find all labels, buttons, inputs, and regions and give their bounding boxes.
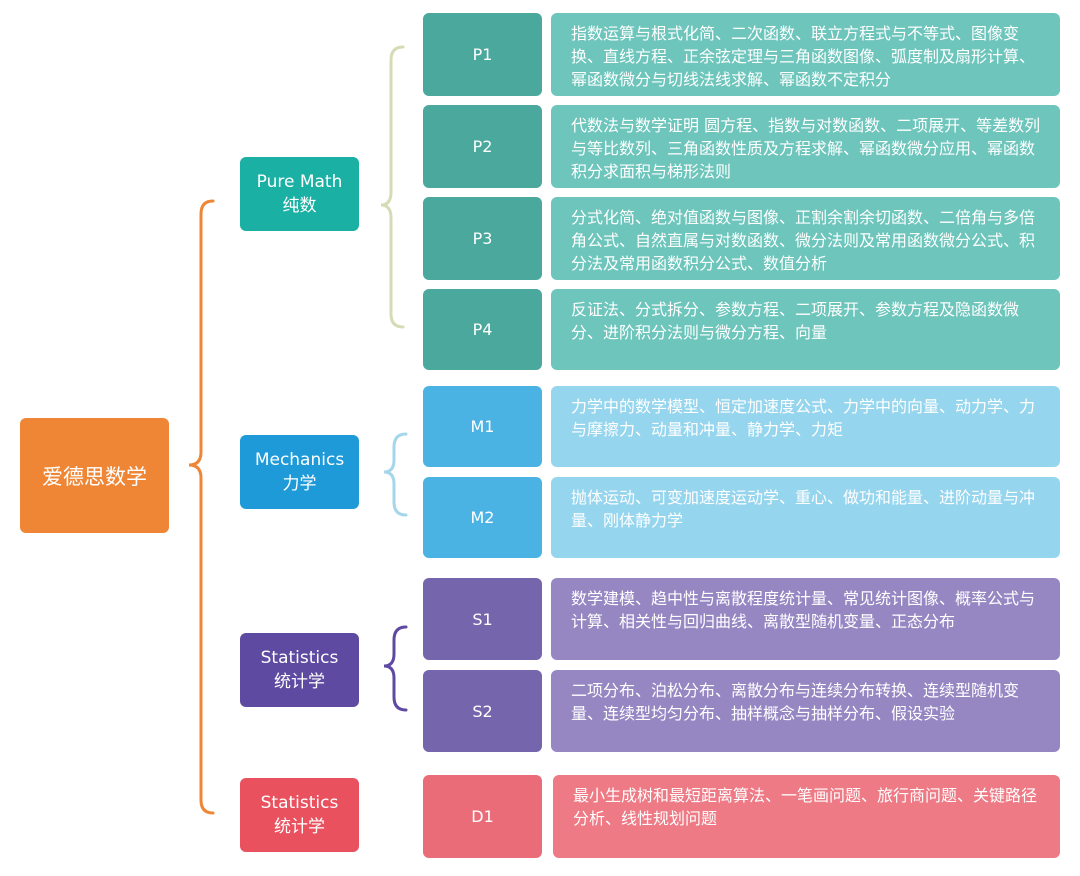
module-code-p2: P2 bbox=[423, 105, 542, 188]
root-label: 爱德思数学 bbox=[42, 464, 147, 489]
module-desc-text: 代数法与数学证明 圆方程、指数与对数函数、二项展开、等差数列与等比数列、三角函数… bbox=[571, 116, 1041, 181]
module-code-d1: D1 bbox=[423, 775, 542, 858]
module-desc-p4: 反证法、分式拆分、参数方程、二项展开、参数方程及隐函数微分、进阶积分法则与微分方… bbox=[551, 289, 1060, 370]
module-code-label: S2 bbox=[472, 701, 493, 721]
category-statistics: Statistics 统计学 bbox=[240, 633, 359, 707]
module-code-s1: S1 bbox=[423, 578, 542, 660]
module-code-s2: S2 bbox=[423, 670, 542, 752]
module-desc-text: 指数运算与根式化简、二次函数、联立方程式与不等式、图像变换、直线方程、正余弦定理… bbox=[571, 24, 1036, 89]
category-name-zh: 力学 bbox=[282, 474, 317, 494]
module-code-m1: M1 bbox=[423, 386, 542, 467]
module-code-p3: P3 bbox=[423, 197, 542, 280]
mech-bracket bbox=[383, 432, 408, 517]
module-code-label: P4 bbox=[472, 320, 493, 339]
module-desc-m2: 抛体运动、可变加速度运动学、重心、做功和能量、进阶动量与冲量、刚体静力学 bbox=[551, 477, 1060, 558]
category-mechanics: Mechanics 力学 bbox=[240, 435, 359, 509]
module-desc-text: 分式化简、绝对值函数与图像、正割余割余切函数、二倍角与多倍角公式、自然直属与对数… bbox=[571, 208, 1036, 273]
category-decision: Statistics 统计学 bbox=[240, 778, 359, 852]
module-desc-text: 最小生成树和最短距离算法、一笔画问题、旅行商问题、关键路径分析、线性规划问题 bbox=[573, 786, 1038, 828]
pure-bracket bbox=[380, 45, 405, 329]
module-code-label: P1 bbox=[472, 45, 493, 64]
module-code-label: M2 bbox=[470, 508, 495, 527]
module-code-label: P3 bbox=[472, 229, 493, 248]
module-code-label: M1 bbox=[470, 417, 495, 436]
module-code-label: P2 bbox=[472, 137, 493, 156]
module-code-label: S1 bbox=[472, 609, 493, 629]
module-desc-text: 二项分布、泊松分布、离散分布与连续分布转换、连续型随机变量、连续型均匀分布、抽样… bbox=[571, 681, 1020, 723]
module-desc-p1: 指数运算与根式化简、二次函数、联立方程式与不等式、图像变换、直线方程、正余弦定理… bbox=[551, 13, 1060, 96]
stat-bracket bbox=[383, 625, 408, 712]
module-desc-d1: 最小生成树和最短距离算法、一笔画问题、旅行商问题、关键路径分析、线性规划问题 bbox=[553, 775, 1060, 858]
module-code-m2: M2 bbox=[423, 477, 542, 558]
category-name-zh: 纯数 bbox=[282, 196, 317, 216]
module-desc-text: 数学建模、趋中性与离散程度统计量、常见统计图像、概率公式与计算、相关性与回归曲线… bbox=[571, 589, 1036, 631]
category-name-en: Statistics bbox=[260, 648, 339, 668]
category-pure-math: Pure Math 纯数 bbox=[240, 157, 359, 231]
module-desc-s2: 二项分布、泊松分布、离散分布与连续分布转换、连续型随机变量、连续型均匀分布、抽样… bbox=[551, 670, 1060, 752]
module-desc-p2: 代数法与数学证明 圆方程、指数与对数函数、二项展开、等差数列与等比数列、三角函数… bbox=[551, 105, 1060, 188]
module-desc-text: 力学中的数学模型、恒定加速度公式、力学中的向量、动力学、力与摩擦力、动量和冲量、… bbox=[571, 397, 1036, 439]
root-brace bbox=[188, 199, 215, 815]
module-desc-p3: 分式化简、绝对值函数与图像、正割余割余切函数、二倍角与多倍角公式、自然直属与对数… bbox=[551, 197, 1060, 280]
category-name-zh: 统计学 bbox=[274, 817, 325, 837]
module-code-p4: P4 bbox=[423, 289, 542, 370]
module-desc-text: 抛体运动、可变加速度运动学、重心、做功和能量、进阶动量与冲量、刚体静力学 bbox=[571, 488, 1036, 530]
module-desc-text: 反证法、分式拆分、参数方程、二项展开、参数方程及隐函数微分、进阶积分法则与微分方… bbox=[571, 300, 1020, 342]
category-name-zh: 统计学 bbox=[274, 672, 325, 692]
category-name-en: Mechanics bbox=[254, 450, 345, 470]
module-code-p1: P1 bbox=[423, 13, 542, 96]
module-code-label: D1 bbox=[471, 807, 494, 826]
module-desc-m1: 力学中的数学模型、恒定加速度公式、力学中的向量、动力学、力与摩擦力、动量和冲量、… bbox=[551, 386, 1060, 467]
category-name-en: Statistics bbox=[260, 793, 339, 813]
root-node: 爱德思数学 bbox=[20, 418, 169, 533]
category-name-en: Pure Math bbox=[256, 172, 343, 192]
module-desc-s1: 数学建模、趋中性与离散程度统计量、常见统计图像、概率公式与计算、相关性与回归曲线… bbox=[551, 578, 1060, 660]
